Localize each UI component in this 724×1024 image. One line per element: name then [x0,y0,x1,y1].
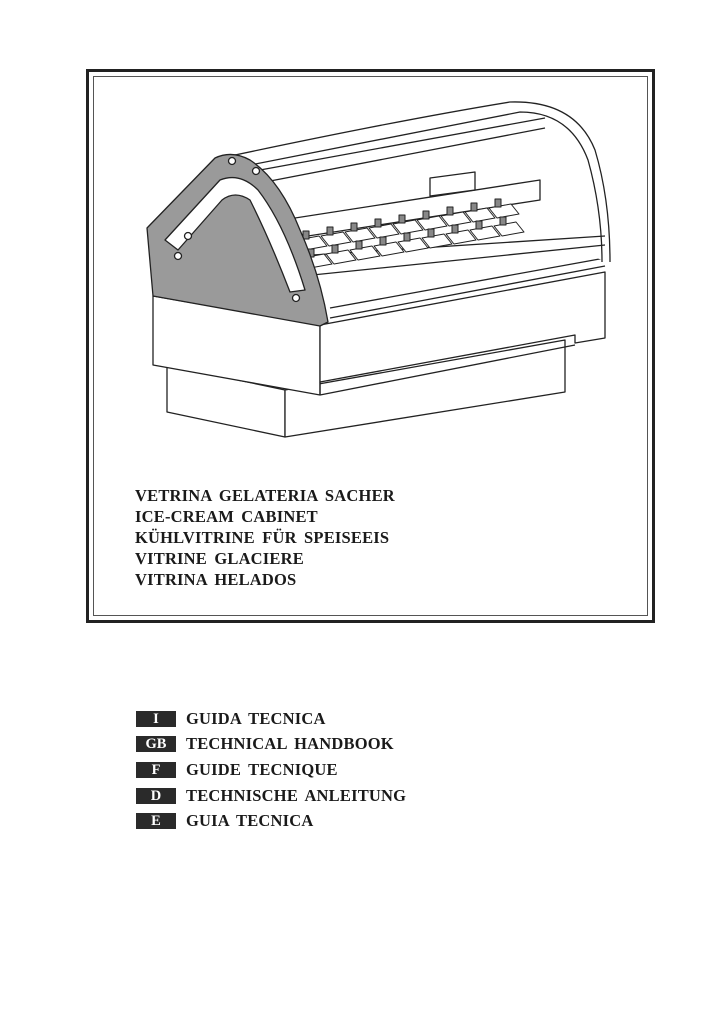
cover-frame [86,69,655,623]
scoop-spade [302,230,310,240]
title-english: ICE-CREAM CABINET [135,507,318,526]
language-label: GUIDE TECNIQUE [186,759,338,779]
language-badge: I [136,710,176,727]
language-label: TECHNICAL HANDBOOK [186,734,394,754]
scoop-spade [398,214,406,224]
language-badge: F [136,761,176,778]
language-label: GUIA TECNICA [186,811,314,831]
scoop-spade [475,220,483,230]
title-spanish: VITRINA HELADOS [135,570,297,589]
scoop-spade [494,198,502,208]
scoop-spade [499,216,507,226]
language-item-d: D TECHNISCHE ANLEITUNG [136,783,406,809]
scoop-spade [331,244,339,254]
cover-frame-inner [93,76,648,616]
scoop-spade [379,236,387,246]
scoop-spade [326,226,334,236]
title-german: KÜHLVITRINE FÜR SPEISEEIS [135,528,390,547]
title-italian: VETRINA GELATERIA SACHER [135,486,395,505]
language-item-f: F GUIDE TECNIQUE [136,757,406,783]
title-french: VITRINE GLACIERE [135,549,304,568]
scoop-spade [350,222,358,232]
language-item-e: E GUIA TECNICA [136,808,406,834]
scoop-spade [422,210,430,220]
scoop-spade [470,202,478,212]
language-label: TECHNISCHE ANLEITUNG [186,785,407,805]
scoop-spade [451,224,459,234]
product-titles: VETRINA GELATERIA SACHER ICE-CREAM CABIN… [135,485,395,590]
language-badge: GB [136,736,176,753]
scoop-spade [355,240,363,250]
language-item-gb: GB TECHNICAL HANDBOOK [136,732,406,758]
scoop-spade [446,206,454,216]
language-label: GUIDA TECNICA [186,708,326,728]
language-badge: E [136,813,176,830]
language-badge: D [136,787,176,804]
scoop-spade [427,228,435,238]
handbook-language-list: I GUIDA TECNICA GB TECHNICAL HANDBOOK F … [136,706,406,834]
scoop-spade [374,218,382,228]
scoop-spade [403,232,411,242]
language-item-i: I GUIDA TECNICA [136,706,406,732]
